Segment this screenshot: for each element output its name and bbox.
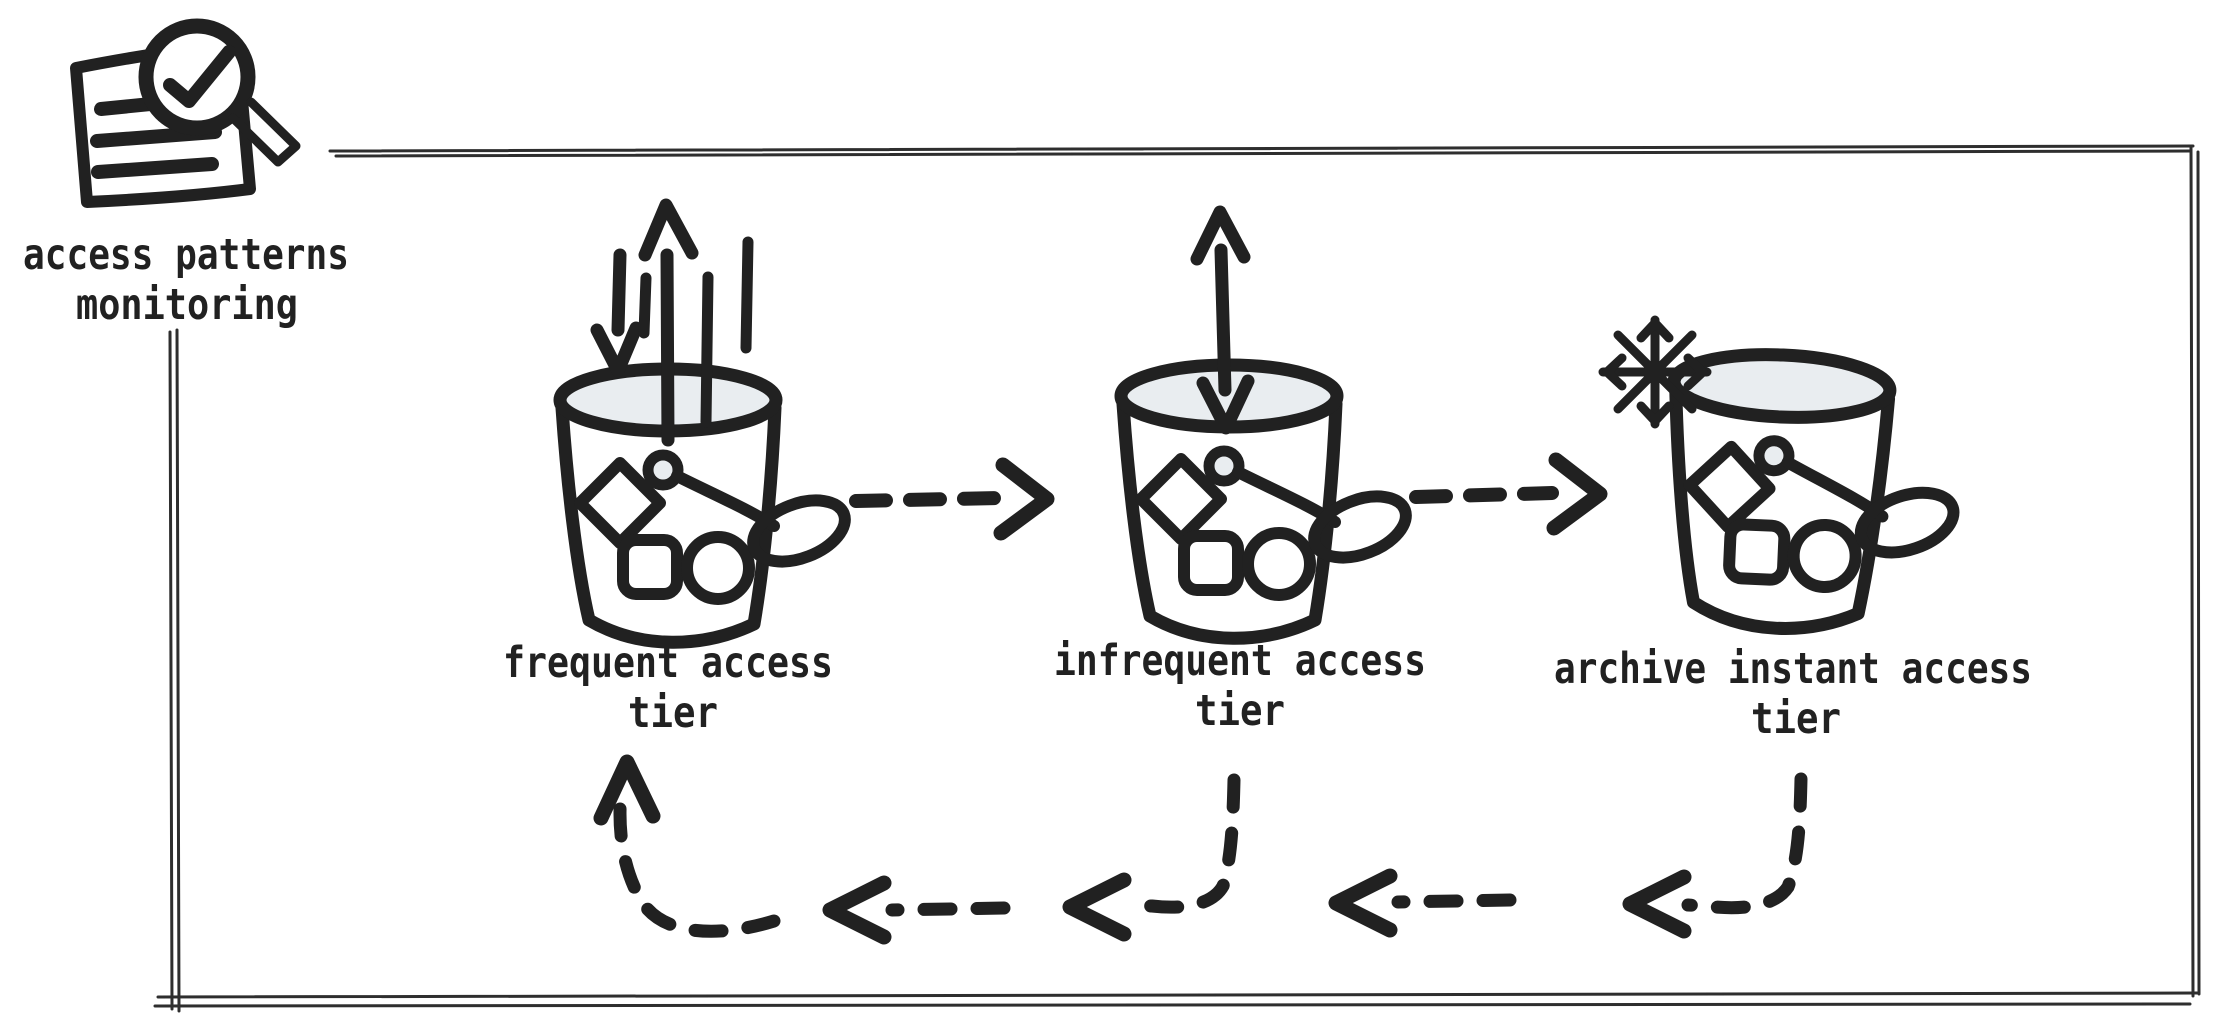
- tier-frequent-label-line1: frequent access: [503, 638, 833, 688]
- tier-infrequent-label-line2: tier: [1195, 686, 1285, 736]
- magnifier-handle: [228, 97, 301, 167]
- drop-line-from-infrequent-tier: [1123, 773, 1241, 914]
- s3-bucket-icon: [1664, 350, 1969, 636]
- monitoring-label-line2: monitoring: [76, 280, 298, 330]
- magnifier-lens: [138, 18, 256, 136]
- left-arrowhead-icon: [1062, 872, 1132, 942]
- dashed-arrow-frequent-to-infrequent: [849, 457, 1055, 541]
- double-headed-arrow-icon: [1190, 205, 1255, 435]
- s3-bucket-icon: [1121, 365, 1414, 638]
- return-segment: [885, 901, 1011, 917]
- frame-bottom-line: [153, 991, 2199, 1008]
- access-patterns-monitoring: access patterns monitoring: [23, 18, 349, 330]
- tier-infrequent-label-line1: infrequent access: [1054, 636, 1426, 686]
- tier-frequent-label-line2: tier: [628, 688, 718, 738]
- document-check-magnifier-icon: [70, 18, 301, 208]
- frame-right-line: [2189, 145, 2201, 998]
- tier-archive-label-line1: archive instant access: [1554, 644, 2032, 694]
- drop-line-from-archive-tier: [1681, 772, 1808, 915]
- left-arrowhead-icon: [1328, 868, 1398, 938]
- frame-border: [153, 144, 2201, 1013]
- up-arrowhead-icon: [593, 754, 661, 826]
- frame-top-line: [328, 144, 2195, 158]
- curve-up-to-frequent-tier: [613, 786, 781, 938]
- monitoring-label-line1: access patterns: [23, 230, 349, 280]
- right-arrowhead-icon: [1546, 452, 1608, 536]
- dashed-arrow-infrequent-to-archive: [1409, 452, 1608, 536]
- left-arrowhead-icon: [1622, 869, 1692, 939]
- snowflake-icon: [1598, 315, 1712, 429]
- checkmark-icon: [163, 45, 236, 108]
- tier-archive-instant-access: archive instant access tier: [1554, 315, 2032, 744]
- tier-archive-label-line2: tier: [1751, 694, 1841, 744]
- upload-download-arrows-icon: [590, 198, 754, 447]
- right-arrowhead-icon: [993, 457, 1055, 541]
- left-arrowhead-icon: [822, 875, 892, 945]
- return-flow-dashed-path: [593, 754, 1808, 945]
- return-segment: [1391, 893, 1517, 909]
- tier-frequent-access: frequent access tier: [503, 198, 853, 738]
- tier-infrequent-access: infrequent access tier: [1054, 205, 1426, 736]
- frame-left-line: [168, 328, 181, 1013]
